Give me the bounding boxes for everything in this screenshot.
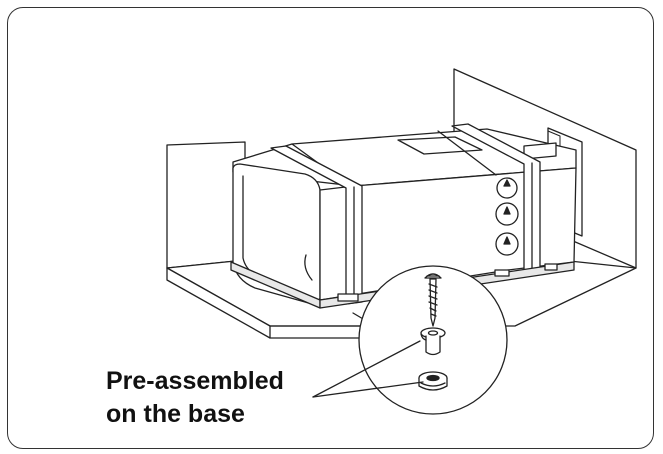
bushing-icon — [420, 327, 446, 356]
figure-frame — [7, 7, 654, 449]
grommet-icon — [418, 371, 448, 391]
leader-line-grommet — [312, 381, 424, 398]
caption-line-1: Pre-assembled — [106, 367, 284, 395]
screw-icon — [424, 273, 442, 327]
leader-line-bushing — [312, 340, 421, 398]
caption-line-2: on the base — [106, 400, 245, 428]
callout-magnifier — [312, 265, 508, 415]
keyhole-slots — [495, 177, 519, 256]
